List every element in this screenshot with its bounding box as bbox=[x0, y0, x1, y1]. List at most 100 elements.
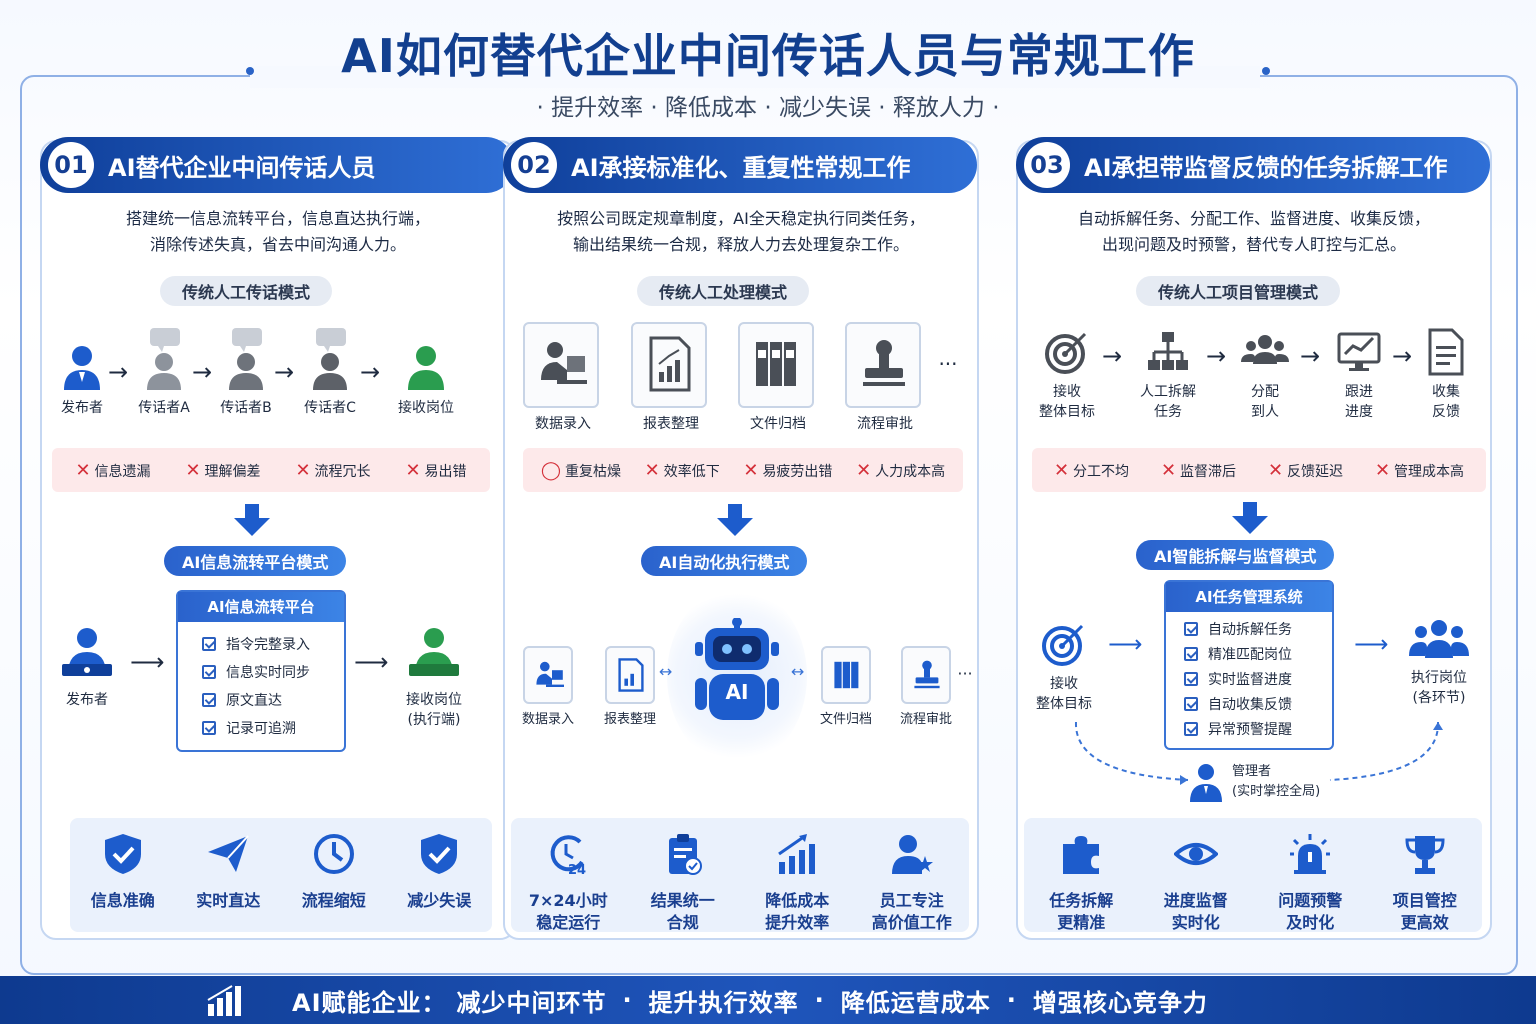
system-item: 自动收集反馈 bbox=[1184, 691, 1332, 716]
benefit-label: 7×24小时 bbox=[528, 891, 608, 910]
task-system-box: AI任务管理系统 自动拆解任务 精准匹配岗位 实时监督进度 自动收集反馈 异常预… bbox=[1164, 580, 1334, 750]
problem-label: 信息遗漏 bbox=[94, 463, 151, 480]
benefit-item: 实时直达 bbox=[176, 832, 282, 912]
panel-2-desc-line1: 按照公司既定规章制度，AI全天稳定执行同类任务， bbox=[557, 209, 925, 228]
task-tile-report bbox=[631, 322, 707, 408]
person-computer-icon bbox=[541, 342, 587, 384]
cross-icon: ✕ bbox=[743, 459, 759, 481]
footer-separator: · bbox=[814, 986, 825, 1014]
panel-1-ai-mode-label: AI信息流转平台模式 bbox=[164, 546, 347, 576]
problem-label: 监督滞后 bbox=[1180, 463, 1237, 480]
problem-item: ✕分工不均 bbox=[1054, 460, 1129, 481]
arrow-right-icon: → bbox=[1300, 342, 1321, 370]
task-label: 流程审批 bbox=[857, 416, 913, 432]
platform-box: AI信息流转平台 指令完整录入 信息实时同步 原文直达 记录可追溯 bbox=[176, 590, 346, 752]
benefit-label: 信息准确 bbox=[90, 891, 155, 910]
chain-relay-a: 传话者A bbox=[132, 328, 196, 418]
robot-label: AI bbox=[725, 680, 749, 704]
problem-label: 易出错 bbox=[424, 463, 467, 480]
panel-2-benefits: 24 7×24小时 稳定运行 结果统一 合规 降低成本 提升效率 员工专注 高价… bbox=[511, 818, 969, 932]
benefit-sublabel: 合规 bbox=[666, 913, 699, 932]
panel-3-desc-line2: 出现问题及时预警，替代专人盯控与汇总。 bbox=[1101, 235, 1406, 254]
problem-item: ✕人力成本高 bbox=[856, 460, 945, 481]
checkbox-icon bbox=[202, 665, 216, 679]
panel-2-desc-line2: 输出结果统一合规，释放人力去处理复杂工作。 bbox=[572, 235, 909, 254]
clipboard-check-icon bbox=[668, 834, 702, 875]
arrow-right-icon: → bbox=[108, 358, 129, 386]
manager-label: 管理者 bbox=[1232, 764, 1272, 779]
step-sublabel: 到人 bbox=[1251, 404, 1279, 420]
arrow-down-icon bbox=[1232, 502, 1268, 534]
arrow-right-icon: → bbox=[1206, 342, 1227, 370]
page-subtitle: · 提升效率 · 降低成本 · 减少失误 · 释放人力 · bbox=[536, 95, 1000, 121]
arrow-right-icon: → bbox=[192, 358, 213, 386]
target-icon bbox=[1045, 332, 1087, 374]
platform-title: AI信息流转平台 bbox=[178, 592, 344, 622]
problem-label: 效率低下 bbox=[663, 463, 720, 480]
goal-label: 接收 bbox=[1050, 676, 1078, 692]
arrow-right-icon: → bbox=[360, 358, 381, 386]
shield-check-icon bbox=[104, 834, 141, 874]
panel-3-mode-label: 传统人工项目管理模式 bbox=[1136, 276, 1341, 306]
platform-item: 原文直达 bbox=[202, 686, 344, 714]
cross-icon: ✕ bbox=[1053, 459, 1070, 481]
system-item-label: 自动拆解任务 bbox=[1208, 621, 1292, 638]
svg-text:24: 24 bbox=[568, 863, 586, 876]
panel-2-header: 02 AI承接标准化、重复性常规工作 bbox=[503, 137, 977, 193]
shield-check-icon bbox=[421, 834, 458, 874]
page-title: AI如何替代企业中间传话人员与常规工作 bbox=[341, 29, 1195, 83]
footer-item: 减少中间环节 bbox=[456, 988, 607, 1017]
platform-receiver: 接收岗位 (执行端) bbox=[394, 624, 474, 730]
person-computer-icon bbox=[536, 661, 564, 687]
panel-3: 03 AI承担带监督反馈的任务拆解工作 自动拆解任务、分配工作、监督进度、收集反… bbox=[1016, 137, 1492, 940]
panel-2-ai-mode-label: AI自动化执行模式 bbox=[641, 546, 808, 576]
cross-icon: ✕ bbox=[1374, 459, 1391, 481]
robot-icon bbox=[695, 618, 779, 720]
checkbox-icon bbox=[1184, 621, 1198, 636]
ellipsis: ··· bbox=[938, 352, 958, 376]
benefit-sublabel: 稳定运行 bbox=[536, 913, 601, 932]
cross-icon: ✕ bbox=[405, 459, 421, 481]
panel-3-problems: ✕分工不均 ✕监督滞后 ✕反馈延迟 ✕管理成本高 bbox=[1032, 448, 1486, 492]
ai-goal: 接收 整体目标 bbox=[1026, 620, 1102, 714]
benefit-sublabel: 高价值工作 bbox=[871, 913, 952, 932]
panel-1-number: 01 bbox=[48, 142, 94, 188]
panel-1-problems: ✕信息遗漏 ✕理解偏差 ✕流程冗长 ✕易出错 bbox=[52, 448, 490, 492]
problem-item: ✕反馈延迟 bbox=[1268, 460, 1343, 481]
arrow-right-icon: ⟶ bbox=[130, 648, 165, 676]
receiver-sublabel: (执行端) bbox=[407, 712, 461, 728]
cross-icon: ✕ bbox=[185, 459, 201, 481]
pm-step: 收集 反馈 bbox=[1416, 328, 1476, 422]
problem-item: ✕流程冗长 bbox=[295, 460, 370, 481]
cross-icon: ✕ bbox=[856, 459, 872, 481]
ellipsis: ··· bbox=[957, 664, 973, 683]
arrow-right-icon: → bbox=[1392, 342, 1413, 370]
ai-task-report bbox=[605, 646, 655, 704]
benefit-item: 员工专注 高价值工作 bbox=[857, 832, 967, 934]
person-blue-icon bbox=[64, 346, 100, 390]
platform-item-label: 记录可追溯 bbox=[226, 721, 296, 737]
problem-item: ✕效率低下 bbox=[645, 460, 720, 481]
benefit-sublabel: 实时化 bbox=[1171, 913, 1220, 932]
benefit-label: 结果统一 bbox=[650, 891, 715, 910]
panel-1-header: 01 AI替代企业中间传话人员 bbox=[40, 137, 514, 193]
benefit-item: 问题预警 及时化 bbox=[1255, 832, 1365, 934]
chain-label: 传话者B bbox=[220, 400, 272, 416]
panel-2-number: 02 bbox=[511, 142, 557, 188]
platform-item: 信息实时同步 bbox=[202, 658, 344, 686]
task-label: 文件归档 bbox=[750, 416, 806, 432]
benefit-label: 员工专注 bbox=[879, 891, 944, 910]
report-chart-icon bbox=[618, 658, 644, 692]
checkbox-icon bbox=[202, 693, 216, 707]
system-item: 精准匹配岗位 bbox=[1184, 641, 1332, 666]
problem-label: 易疲劳出错 bbox=[762, 463, 833, 480]
cross-icon: ✕ bbox=[1160, 459, 1177, 481]
panel-2: 02 AI承接标准化、重复性常规工作 按照公司既定规章制度，AI全天稳定执行同类… bbox=[503, 137, 979, 940]
pm-step: 人工拆解 任务 bbox=[1130, 328, 1206, 422]
cross-icon: ✕ bbox=[644, 459, 660, 481]
problem-item: ✕易疲劳出错 bbox=[743, 460, 832, 481]
footer-banner: AI赋能企业： 减少中间环节 · 提升执行效率 · 降低运营成本 · 增强核心竞… bbox=[0, 976, 1536, 1024]
growth-chart-icon bbox=[778, 834, 816, 874]
document-icon bbox=[1428, 328, 1464, 376]
arrow-right-icon: ⟶ bbox=[1354, 630, 1389, 658]
